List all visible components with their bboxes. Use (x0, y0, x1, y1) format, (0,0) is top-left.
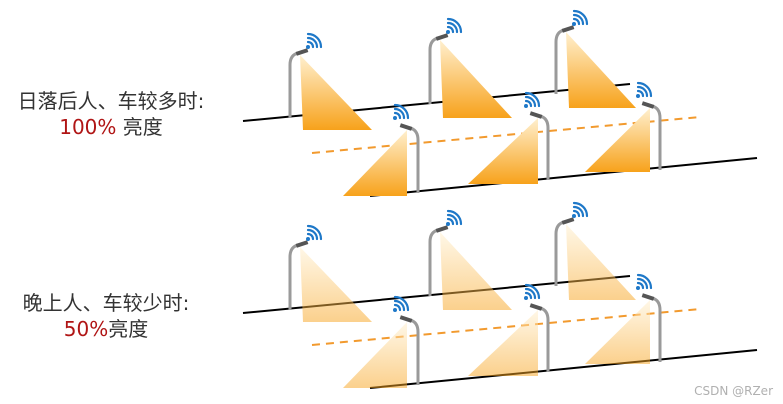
wifi-signal-icon (572, 201, 589, 218)
wifi-signal-icon (636, 81, 653, 98)
street-lamp-icon (343, 123, 420, 196)
panel-bottom-brightness: 50%亮度 (6, 316, 206, 342)
street-lamp-icon (428, 225, 512, 310)
panel-top-brightness: 100% 亮度 (6, 114, 216, 140)
wifi-signal-icon (446, 17, 463, 34)
wifi-signal-icon (524, 283, 541, 300)
panel-bottom-condition: 晚上人、车较少时: (22, 291, 190, 315)
panel-bottom-label: 晚上人、车较少时: 50%亮度 (6, 290, 206, 342)
panel-top-brightness-word: 亮度 (116, 115, 163, 139)
wifi-signal-icon (636, 273, 653, 290)
street-lamp-icon (554, 217, 636, 300)
street-lamp-icon (288, 48, 372, 130)
wifi-signal-icon (572, 9, 589, 26)
street-lamp-icon (585, 101, 662, 172)
wifi-signal-icon (393, 295, 410, 312)
street-lamp-icon (428, 33, 512, 118)
street-lamp-icon (288, 240, 372, 322)
road-edge-front (369, 157, 758, 197)
panel-bottom-percent: 50% (63, 317, 109, 341)
wifi-signal-icon (524, 91, 541, 108)
wifi-signal-icon (393, 103, 410, 120)
street-lamp-icon (585, 293, 662, 364)
panel-top-percent: 100% (59, 115, 117, 139)
street-lamp-icon (468, 303, 550, 376)
street-lamp-icon (554, 25, 636, 108)
wifi-signal-icon (446, 209, 463, 226)
wifi-signal-icon (306, 224, 323, 241)
panel-top-label: 日落后人、车较多时: 100% 亮度 (6, 88, 216, 140)
panel-top-condition: 日落后人、车较多时: (17, 89, 205, 113)
wifi-signal-icon (306, 32, 323, 49)
street-lamp-icon (343, 315, 420, 388)
road-edge-front (369, 349, 758, 389)
street-lamp-icon (468, 111, 550, 184)
panel-bottom-brightness-word: 亮度 (108, 317, 149, 341)
watermark: CSDN @RZer (694, 384, 773, 398)
